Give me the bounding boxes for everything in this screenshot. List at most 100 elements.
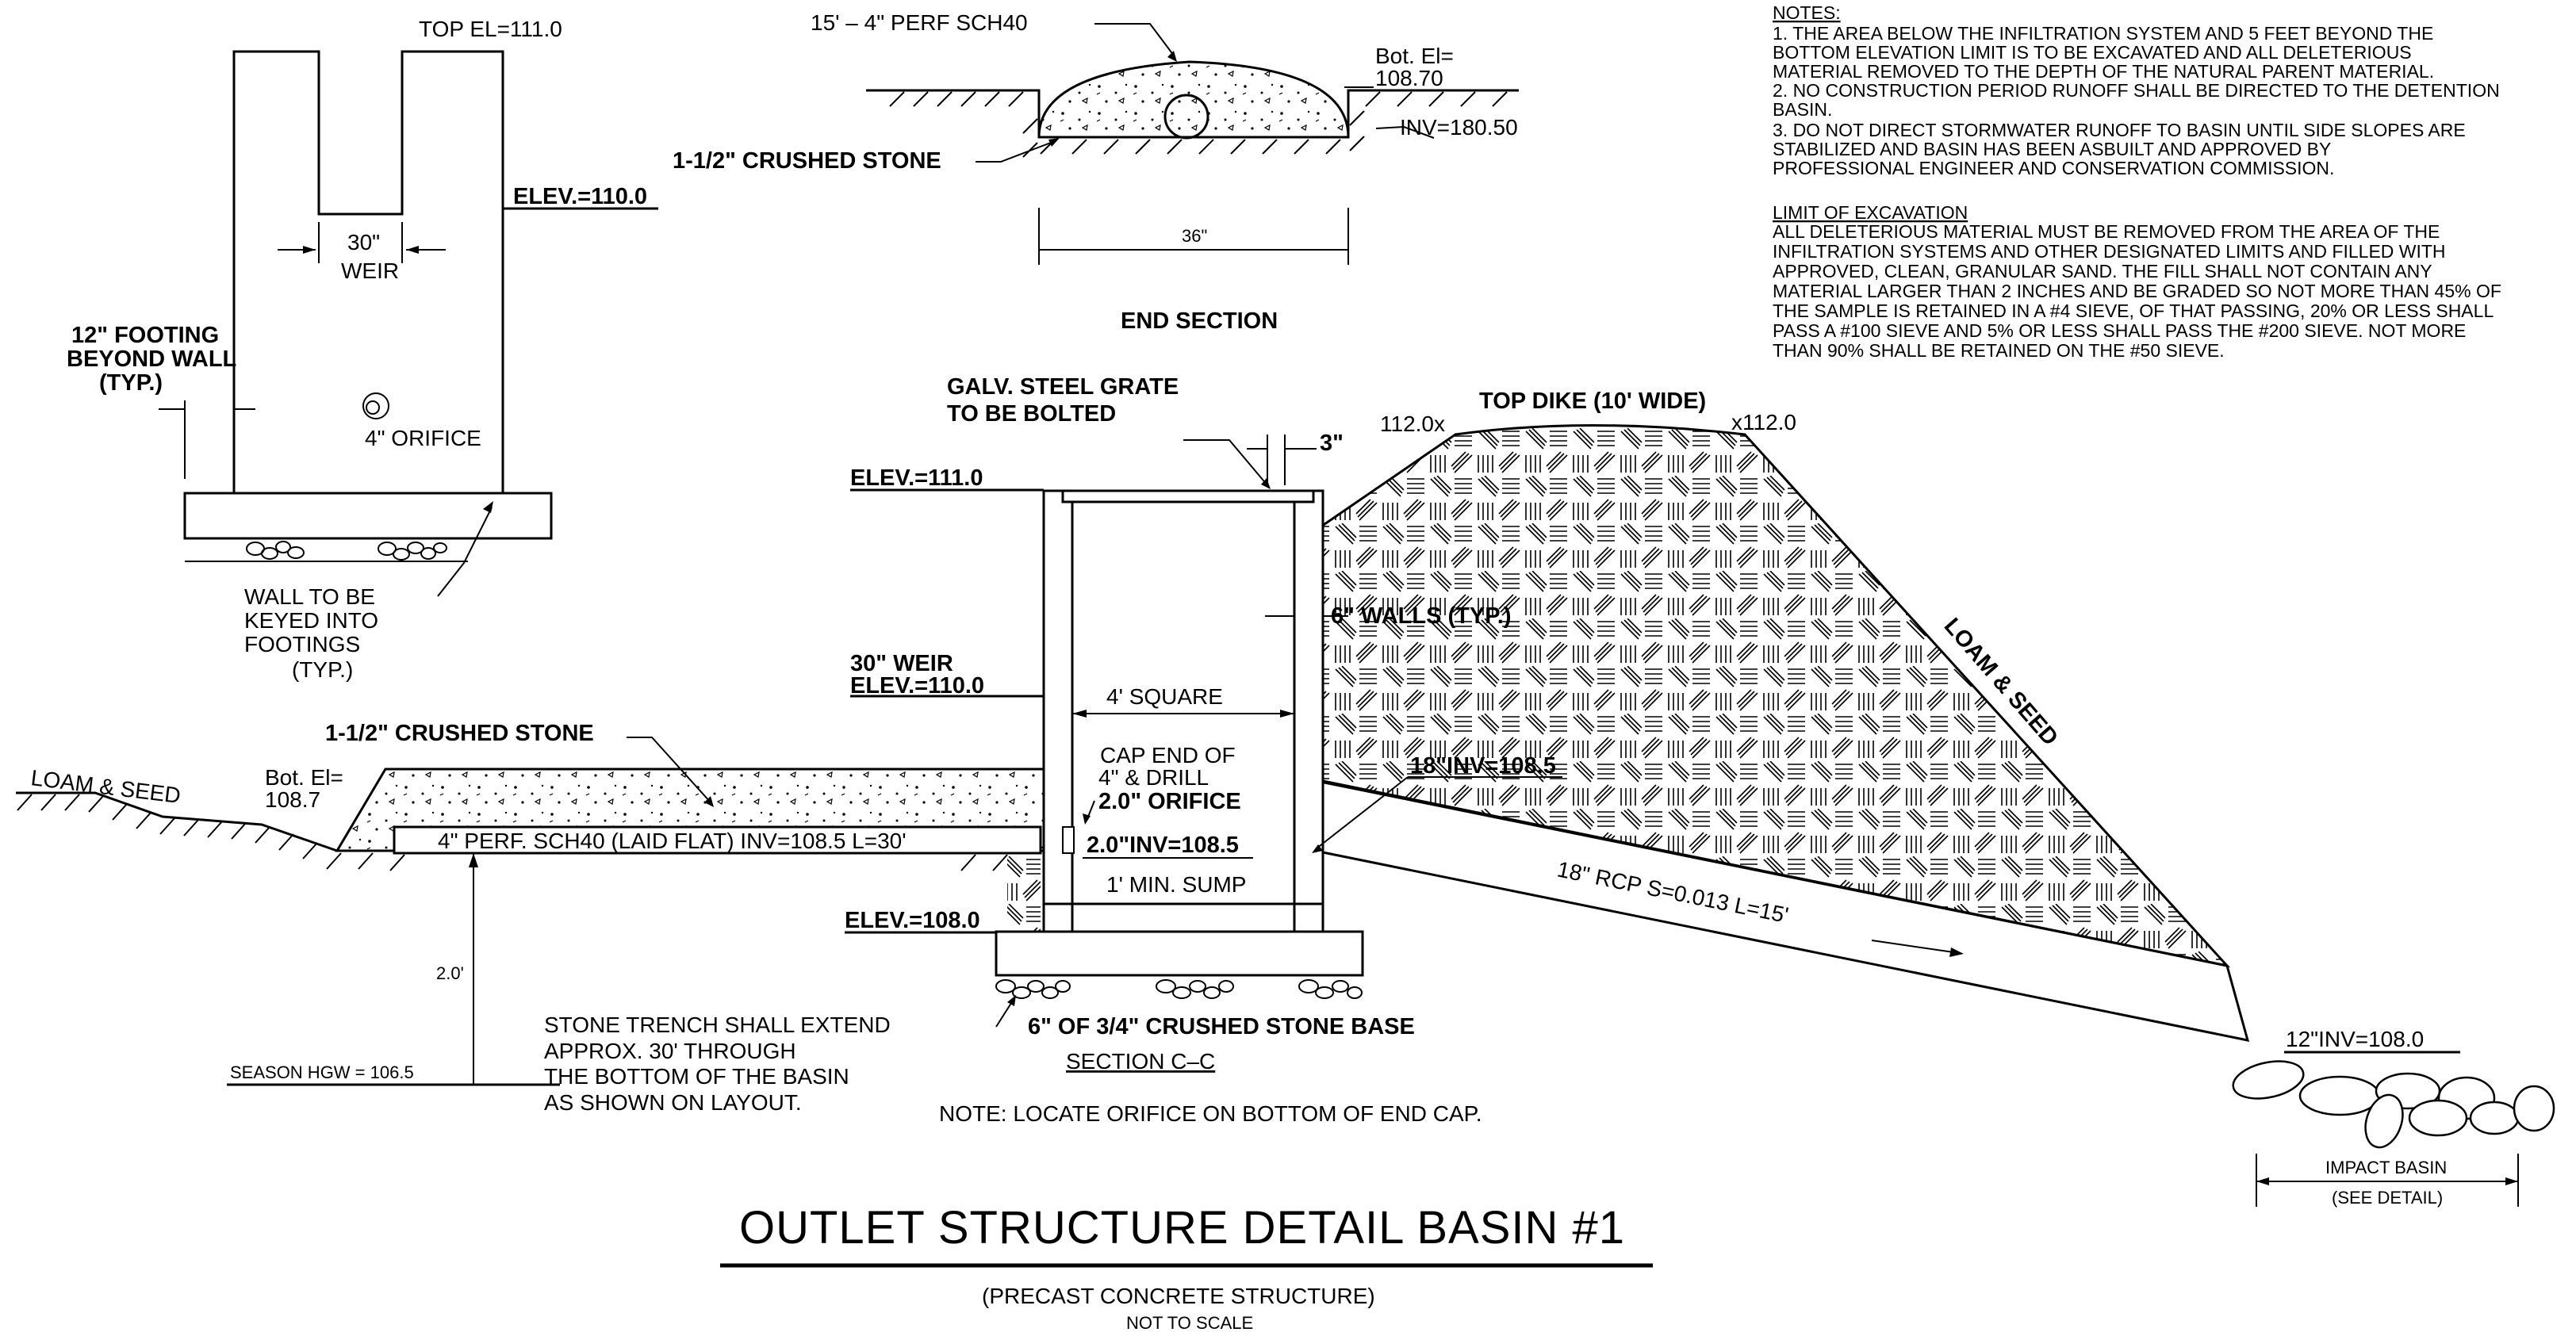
- note-line: 1. THE AREA BELOW THE INFILTRATION SYSTE…: [1773, 23, 2433, 44]
- base-label: 6" OF 3/4" CRUSHED STONE BASE: [1028, 1014, 1415, 1039]
- dim-arrow: [303, 246, 316, 254]
- footing-label-2: BEYOND WALL: [67, 346, 236, 372]
- title-block: OUTLET STRUCTURE DETAIL BASIN #1 (PRECAS…: [720, 1202, 1653, 1333]
- depth-label: 2.0': [436, 963, 464, 983]
- drawing-subtitle: (PRECAST CONCRETE STRUCTURE): [982, 1284, 1375, 1308]
- grate-label-2: TO BE BOLTED: [947, 401, 1116, 427]
- footing-label-3: (TYP.): [99, 370, 163, 396]
- end-width-label: 36": [1182, 226, 1207, 246]
- section-weir-1: 30" WEIR: [850, 651, 953, 676]
- inv-2-label: 2.0"INV=108.5: [1087, 833, 1239, 858]
- elev-111-label: ELEV.=111.0: [850, 465, 983, 491]
- perf-pipe-section: [393, 825, 1042, 855]
- dike-title: TOP DIKE (10' WIDE): [1479, 389, 1706, 414]
- end-section-ground-hatch: [889, 91, 1508, 158]
- limit-line: THAN 90% SHALL BE RETAINED ON THE #50 SI…: [1773, 340, 2225, 361]
- drawing-scale: NOT TO SCALE: [1126, 1313, 1253, 1333]
- end-inv-label: INV=180.50: [1400, 115, 1518, 140]
- pipe-end-cap: [1062, 826, 1075, 854]
- note-line: BOTTOM ELEVATION LIMIT IS TO BE EXCAVATE…: [1773, 42, 2412, 63]
- existing-ground-left: [16, 791, 338, 852]
- sump-label: 1' MIN. SUMP: [1106, 872, 1246, 897]
- impact-label-1: IMPACT BASIN: [2325, 1158, 2447, 1177]
- limit-line: THE SAMPLE IS RETAINED IN A #4 SIEVE, OF…: [1773, 301, 2494, 321]
- trench-note-1: STONE TRENCH SHALL EXTEND: [544, 1013, 891, 1037]
- impact-label-2: (SEE DETAIL): [2332, 1188, 2443, 1208]
- cap-label-1: CAP END OF: [1100, 743, 1236, 768]
- footing-label-1: 12" FOOTING: [71, 323, 219, 348]
- note-line: BASIN.: [1773, 99, 1832, 120]
- drawing-title: OUTLET STRUCTURE DETAIL BASIN #1: [739, 1202, 1625, 1254]
- perf-pipe-label: 15' – 4" PERF SCH40: [811, 10, 1028, 35]
- limit-heading: LIMIT OF EXCAVATION: [1773, 202, 1968, 223]
- end-bot-label-1: Bot. El=: [1375, 44, 1454, 68]
- wall-footing: [183, 492, 553, 540]
- cap-label-2: 4" & DRILL: [1098, 765, 1209, 790]
- weir-dim-label: 30": [347, 230, 380, 255]
- grate-label-1: GALV. STEEL GRATE: [947, 374, 1179, 400]
- orifice-symbol: [362, 392, 389, 419]
- ground-hatch-left: [17, 794, 1008, 871]
- limit-line: APPROVED, CLEAN, GRANULAR SAND. THE FILL…: [1773, 261, 2432, 281]
- rcp-pipe: [1322, 779, 2250, 1042]
- trench-note-2: APPROX. 30' THROUGH: [544, 1039, 796, 1063]
- keyed-label-2: KEYED INTO: [244, 608, 378, 633]
- keyed-label-4: (TYP.): [292, 657, 353, 682]
- base-stones: [995, 979, 1363, 999]
- section-bot-1: Bot. El=: [265, 765, 343, 790]
- elev-108-label: ELEV.=108.0: [845, 908, 980, 933]
- keyed-label-3: FOOTINGS: [244, 632, 360, 657]
- section-cc-view: GALV. STEEL GRATE TO BE BOLTED 3" ELEV.=…: [16, 374, 2555, 1208]
- limit-line: INFILTRATION SYSTEMS AND OTHER DESIGNATE…: [1773, 241, 2446, 262]
- notes-block: NOTES: 1. THE AREA BELOW THE INFILTRATIO…: [1773, 2, 2501, 361]
- perf-pipe-section-label: 4" PERF. SCH40 (LAID FLAT) INV=108.5 L=3…: [438, 829, 907, 853]
- impact-basin-stones: [2232, 1060, 2555, 1149]
- limit-line: ALL DELETERIOUS MATERIAL MUST BE REMOVED…: [1773, 221, 2440, 242]
- dike-embankment: [1315, 424, 2231, 968]
- section-bot-2: 108.7: [265, 787, 320, 812]
- weir-word-label: WEIR: [341, 258, 399, 283]
- walls-label: 6" WALLS (TYP.): [1331, 603, 1512, 629]
- top-el-label: TOP EL=111.0: [419, 17, 562, 41]
- note-line: 2. NO CONSTRUCTION PERIOD RUNOFF SHALL B…: [1773, 80, 2500, 101]
- end-section-stone-bed: [1037, 60, 1350, 139]
- end-bot-label-2: 108.70: [1375, 66, 1443, 90]
- end-section-title: END SECTION: [1121, 308, 1278, 334]
- orifice-label: 4" ORIFICE: [365, 426, 481, 450]
- note-line: 3. DO NOT DIRECT STORMWATER RUNOFF TO BA…: [1773, 120, 2466, 140]
- section-cc-label: SECTION C–C: [1066, 1049, 1215, 1074]
- note-line: MATERIAL REMOVED TO THE DEPTH OF THE NAT…: [1773, 61, 2434, 82]
- trench-note-4: AS SHOWN ON LAYOUT.: [544, 1090, 802, 1115]
- note-line: PROFESSIONAL ENGINEER AND CONSERVATION C…: [1773, 158, 2334, 178]
- note-line: STABILIZED AND BASIN HAS BEEN ASBUILT AN…: [1773, 139, 2331, 159]
- end-section-view: 15' – 4" PERF SCH40 Bot. El= 108.70 INV=…: [673, 10, 1519, 334]
- square-label: 4' SQUARE: [1106, 684, 1223, 709]
- notes-heading: NOTES:: [1773, 2, 1841, 23]
- cap-label-3: 2.0" ORIFICE: [1098, 789, 1241, 814]
- structure-footing: [995, 930, 1364, 977]
- structure-left-wall: [1042, 489, 1074, 933]
- loam-seed-left: LOAM & SEED: [29, 765, 182, 808]
- hgw-label: SEASON HGW = 106.5: [230, 1062, 414, 1082]
- dim-arrow: [406, 246, 419, 254]
- inv-12-label: 12"INV=108.0: [2286, 1027, 2424, 1051]
- dike-right-el: x112.0: [1731, 410, 1796, 434]
- limit-line: MATERIAL LARGER THAN 2 INCHES AND BE GRA…: [1773, 281, 2501, 301]
- trench-note-3: THE BOTTOM OF THE BASIN: [544, 1064, 849, 1089]
- keyed-label-1: WALL TO BE: [244, 584, 375, 609]
- footing-stones: [246, 541, 447, 561]
- structure-right-wall: [1293, 489, 1324, 933]
- inv-18-label: 18"INV=108.5: [1410, 753, 1556, 779]
- limit-line: PASS A #100 SIEVE AND 5% OR LESS SHALL P…: [1773, 320, 2466, 341]
- steel-grate: [1061, 489, 1315, 503]
- orifice-note: NOTE: LOCATE ORIFICE ON BOTTOM OF END CA…: [939, 1101, 1482, 1126]
- section-stone-label: 1-1/2" CRUSHED STONE: [325, 721, 594, 746]
- section-weir-2: ELEV.=110.0: [850, 673, 984, 699]
- elev-110-label: ELEV.=110.0: [513, 184, 647, 209]
- dike-left-el: 112.0x: [1380, 412, 1445, 436]
- grate-dim-label: 3": [1320, 431, 1344, 456]
- end-stone-label: 1-1/2" CRUSHED STONE: [673, 148, 941, 174]
- elevation-view: TOP EL=111.0 ELEV.=110.0 30" WEIR 12" FO…: [67, 17, 658, 682]
- end-section-ground: [866, 89, 1519, 139]
